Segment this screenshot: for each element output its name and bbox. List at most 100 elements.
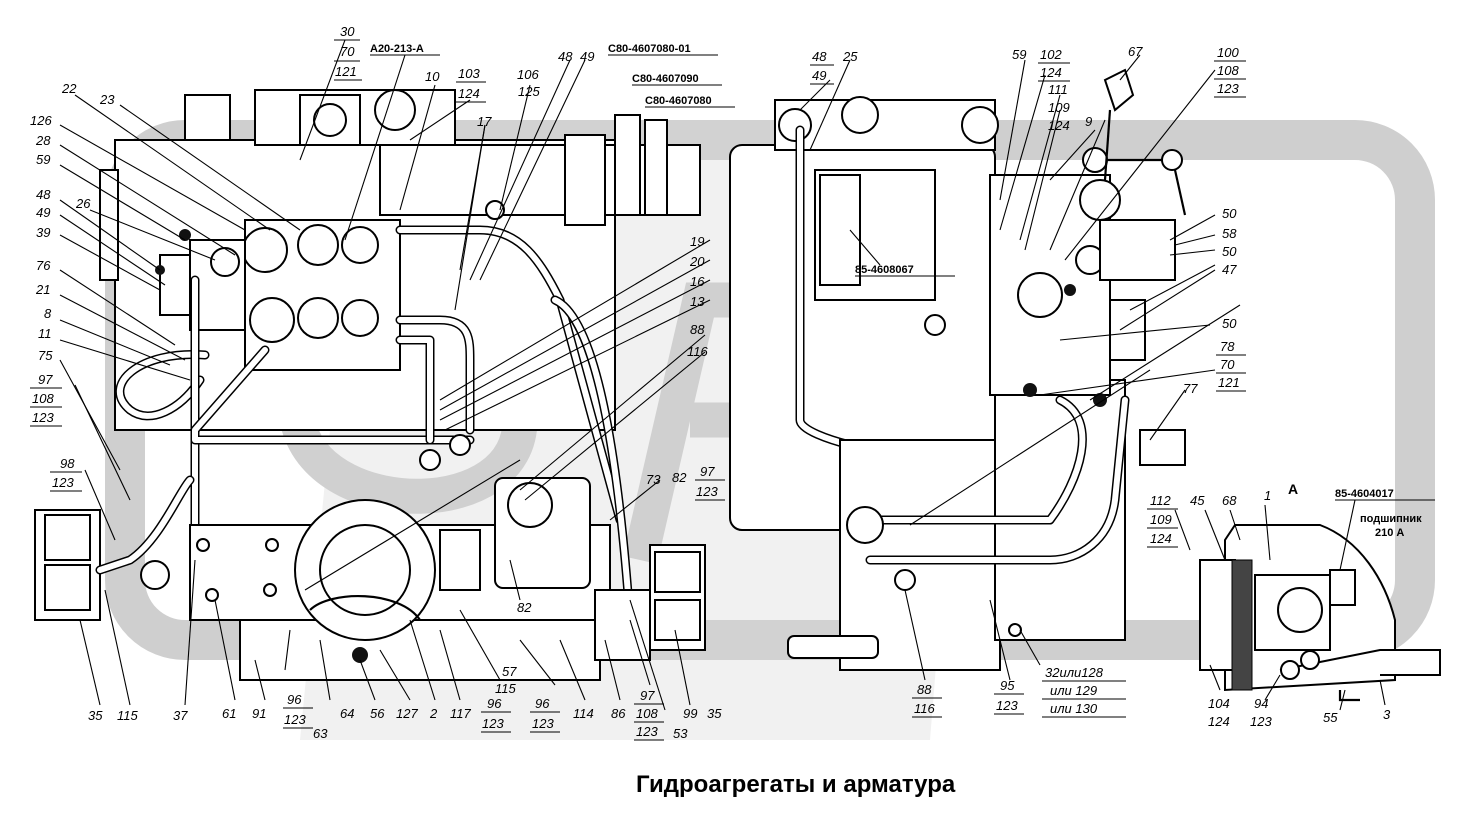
callout: 104 [1208, 696, 1230, 711]
callout: 126 [30, 113, 52, 128]
callout: 61 [222, 706, 236, 721]
callout: 91 [252, 706, 266, 721]
callout: 32или128 [1045, 665, 1104, 680]
callout: 35 [707, 706, 722, 721]
callout: 50 [1222, 244, 1237, 259]
callout: 39 [36, 225, 50, 240]
callout: 123 [532, 716, 554, 731]
callout: 16 [690, 274, 705, 289]
callout: или 130 [1050, 701, 1098, 716]
callout: 96 [287, 692, 302, 707]
callout: 22 [61, 81, 77, 96]
callout: 116 [914, 701, 935, 716]
callout: 25 [842, 49, 858, 64]
callout: 117 [450, 706, 471, 721]
callout: 97 [38, 372, 53, 387]
left-callouts: 30 70 121 10 103 124 106 125 48 49 22 23… [30, 24, 725, 615]
code-85-4604017: 85-4604017 [1335, 488, 1394, 500]
callout: 96 [487, 696, 502, 711]
callout: 73 [646, 472, 661, 487]
callout: 108 [636, 706, 658, 721]
callout: 99 [683, 706, 697, 721]
callout: 114 [573, 706, 594, 721]
callout: 49 [36, 205, 50, 220]
callout: 48 [36, 187, 51, 202]
callout: 97 [640, 688, 655, 703]
callout: 96 [535, 696, 550, 711]
callout: 37 [173, 708, 188, 723]
callout: 50 [1222, 316, 1237, 331]
callout: 76 [36, 258, 51, 273]
callout: 95 [1000, 678, 1015, 693]
callout: 124 [1208, 714, 1230, 729]
detail-a-cutaway [1199, 524, 1441, 702]
callout: 2 [429, 706, 438, 721]
callout: 124 [1040, 65, 1062, 80]
callout: 109 [1048, 100, 1070, 115]
callout: 109 [1150, 512, 1172, 527]
callout: 48 [812, 49, 827, 64]
callout: 53 [673, 726, 688, 741]
callout: 112 [1150, 493, 1171, 508]
callout: 28 [35, 133, 51, 148]
leader-lines [59, 39, 1386, 711]
right-assembly [729, 68, 1187, 671]
callout: 123 [1250, 714, 1272, 729]
bottom-callouts: 35 115 37 61 91 96 123 63 64 56 127 2 11… [88, 664, 722, 741]
callout: 68 [1222, 493, 1237, 508]
callout: 115 [117, 708, 138, 723]
callout: 88 [690, 322, 705, 337]
callout: 116 [687, 344, 708, 359]
callout: 102 [1040, 47, 1062, 62]
callout: 78 [1220, 339, 1235, 354]
callout: 123 [482, 716, 504, 731]
callout: 100 [1217, 45, 1239, 60]
callout: 125 [518, 84, 540, 99]
code-c80-090: С80-4607090 [632, 73, 699, 85]
callout: 108 [1217, 63, 1239, 78]
code-c80-080: С80-4607080 [645, 95, 712, 107]
callout: 88 [917, 682, 932, 697]
callout: 82 [517, 600, 532, 615]
code-labels: А20-213-А С80-4607080-01 С80-4607090 С80… [370, 43, 1435, 798]
callout: 121 [335, 64, 357, 79]
callout: 103 [458, 66, 480, 81]
callout: 123 [32, 410, 54, 425]
callout: 26 [75, 196, 91, 211]
callout: 123 [52, 475, 74, 490]
callout: 13 [690, 294, 705, 309]
callout: 11 [38, 326, 52, 341]
callout: 111 [1048, 82, 1068, 97]
callout: 64 [340, 706, 354, 721]
callout: 127 [396, 706, 418, 721]
callout: 49 [580, 49, 594, 64]
callout: 47 [1222, 262, 1237, 277]
callout: 9 [1085, 114, 1092, 129]
callout: 58 [1222, 226, 1237, 241]
callout: 86 [611, 706, 626, 721]
right-callouts: 48 49 25 59 102 124 111 109 124 9 67 100… [810, 44, 1391, 729]
callout: 8 [44, 306, 52, 321]
callout: 97 [700, 464, 715, 479]
callout: 49 [812, 68, 826, 83]
callout: 48 [558, 49, 573, 64]
callout: 77 [1183, 381, 1198, 396]
callout: 70 [340, 44, 355, 59]
callout: 1 [1264, 488, 1271, 503]
code-c80-01: С80-4607080-01 [608, 43, 691, 55]
callout: 3 [1383, 707, 1391, 722]
callout: 123 [696, 484, 718, 499]
callout: 23 [99, 92, 115, 107]
left-assembly [34, 89, 706, 681]
callout: 123 [284, 712, 306, 727]
callout: или 129 [1050, 683, 1097, 698]
callout: 56 [370, 706, 385, 721]
callout: 123 [636, 724, 658, 739]
callout: 55 [1323, 710, 1338, 725]
callout: 124 [1048, 118, 1070, 133]
code-a20: А20-213-А [370, 43, 424, 55]
callout: 30 [340, 24, 355, 39]
callout: 82 [672, 470, 687, 485]
